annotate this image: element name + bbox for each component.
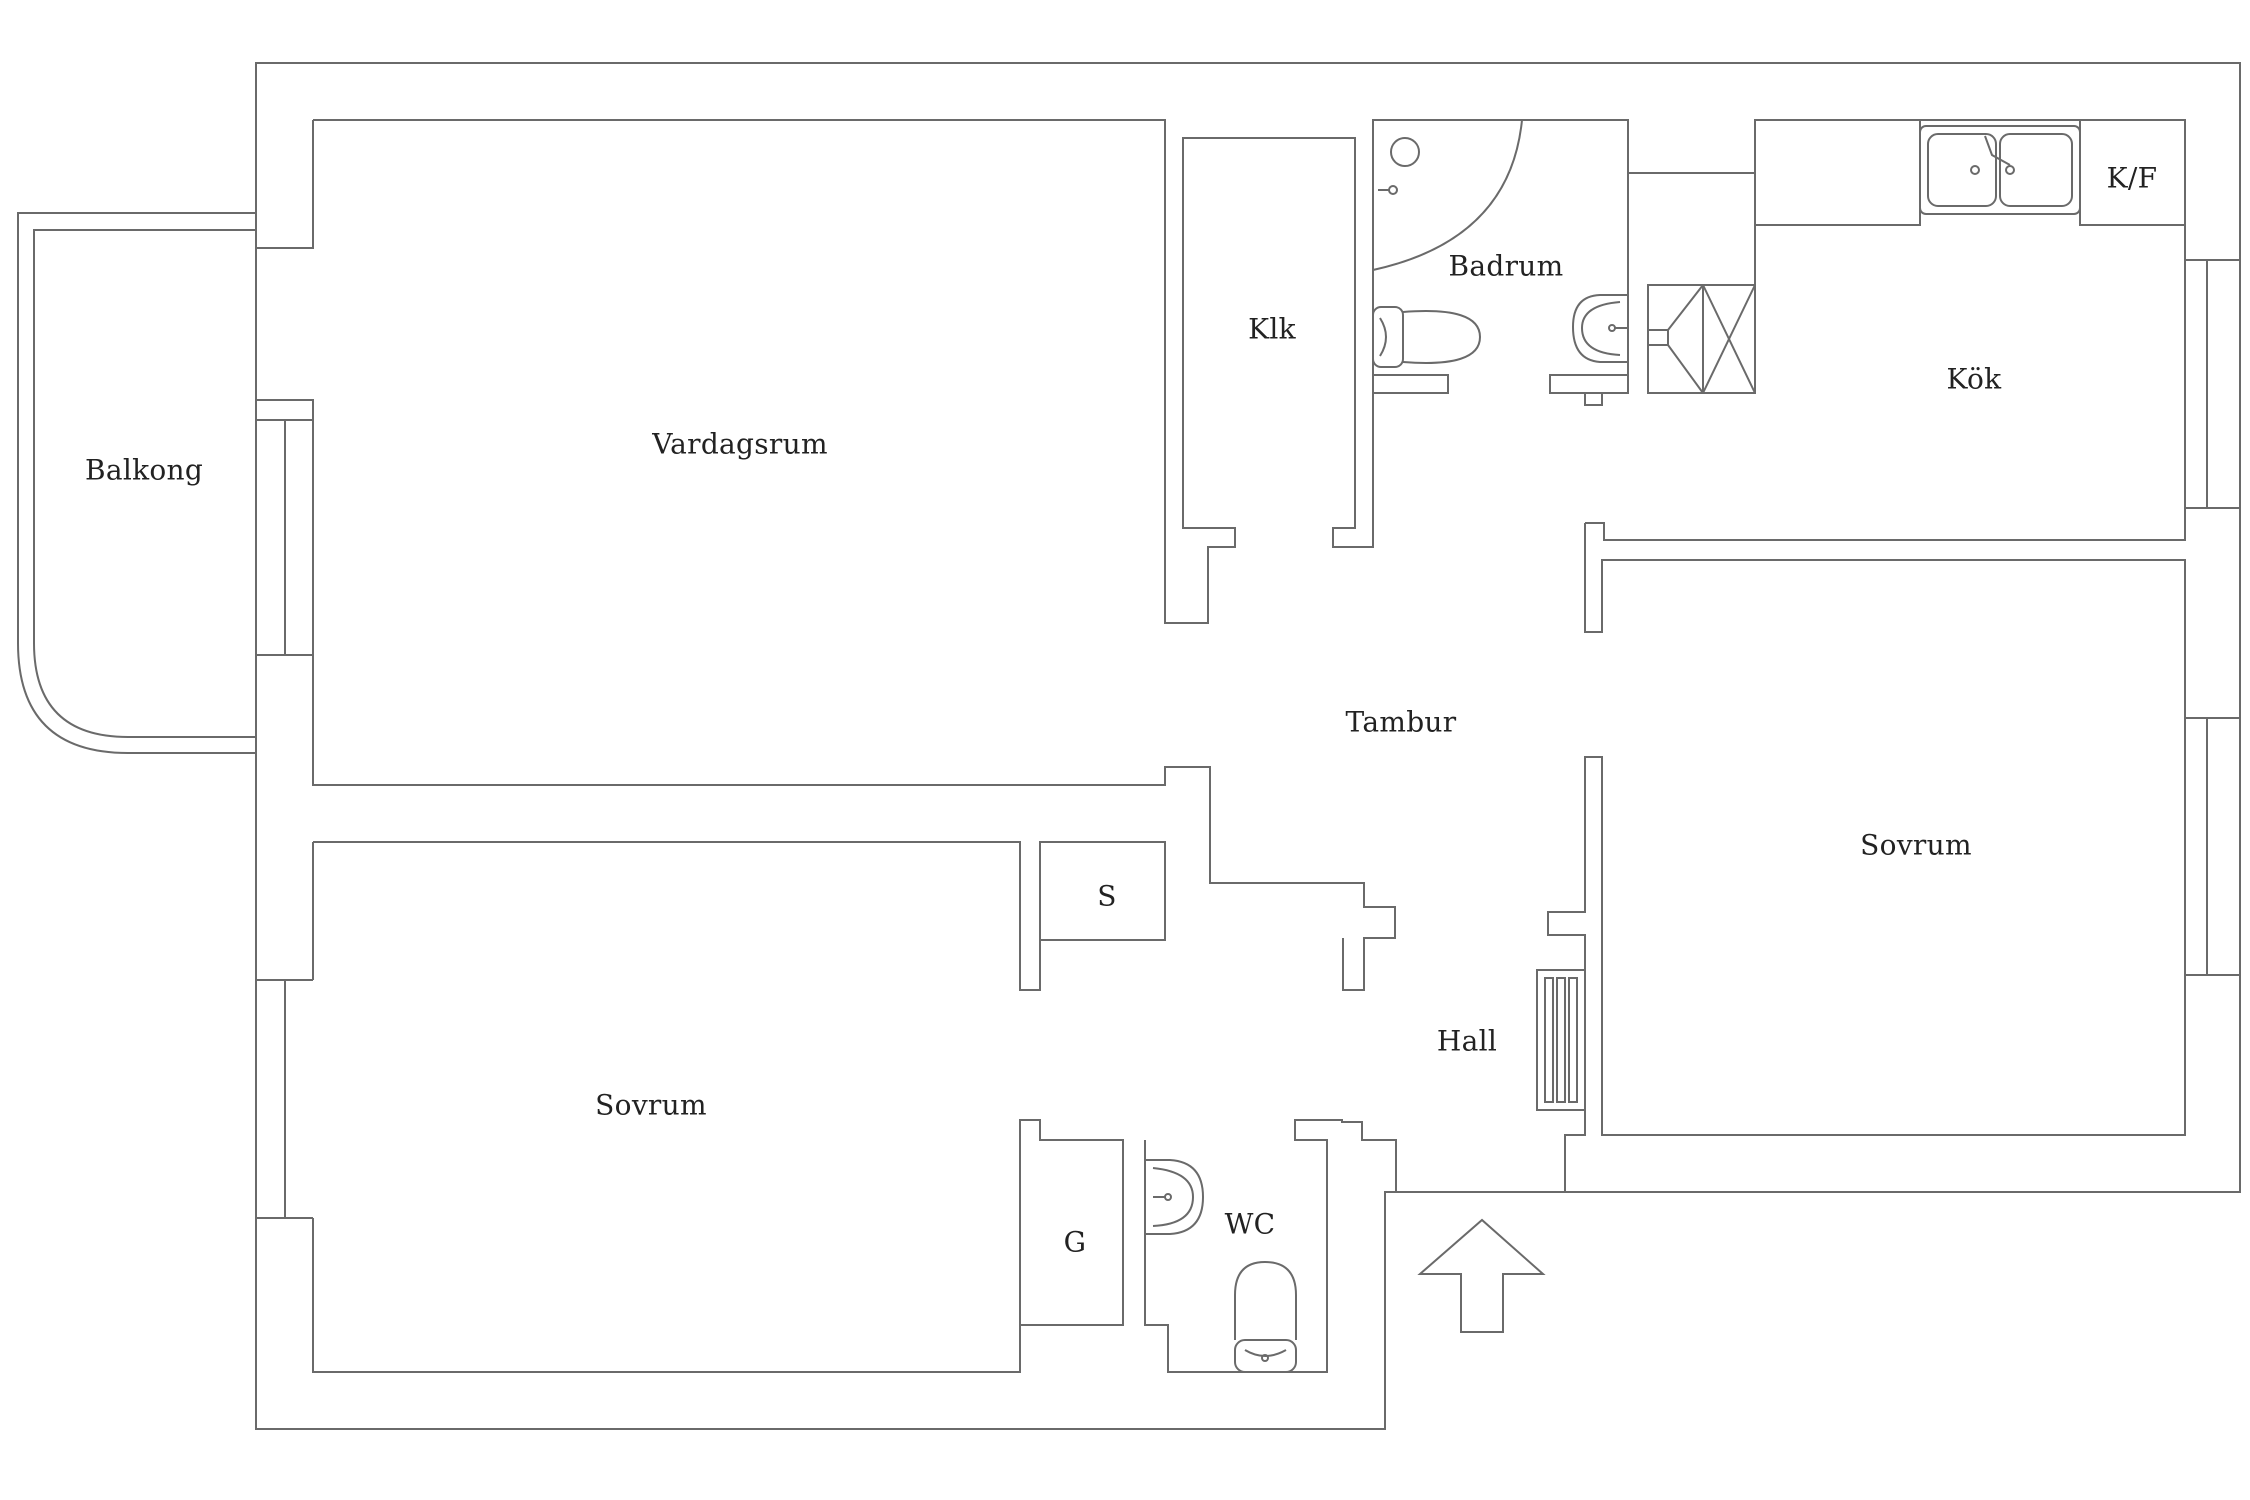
room-label-wc: WC xyxy=(1224,1207,1276,1241)
hall-walls xyxy=(1209,767,1364,884)
room-label-klk: Klk xyxy=(1248,312,1296,346)
stove-hood-icon xyxy=(1647,284,1756,394)
toilet-icon xyxy=(1372,306,1482,368)
kitchen-sink-icon xyxy=(1919,125,2081,215)
vardagsrum-walls xyxy=(313,119,1629,624)
sovrum-left-walls xyxy=(312,841,1166,1373)
entrance-arrow-icon xyxy=(1417,1218,1546,1333)
room-label-badrum: Badrum xyxy=(1448,249,1564,283)
wc-toilet-icon xyxy=(1234,1260,1297,1373)
klk-walls xyxy=(1183,137,1356,528)
room-label-s: S xyxy=(1097,879,1117,913)
shower-icon xyxy=(1372,119,1524,271)
left-windows xyxy=(256,120,314,1219)
radiator-icon xyxy=(1536,969,1586,1111)
wc-walls xyxy=(1020,1119,1397,1373)
wc-washbasin-icon xyxy=(1145,1159,1205,1235)
room-label-vardagsrum: Vardagsrum xyxy=(652,427,828,461)
room-label-tambur: Tambur xyxy=(1345,705,1457,739)
room-label-kf: K/F xyxy=(2106,161,2158,195)
room-label-g: G xyxy=(1063,1225,1087,1259)
room-label-kok: Kök xyxy=(1946,362,2002,396)
room-label-sovrum-right: Sovrum xyxy=(1860,828,1972,862)
outer-wall xyxy=(255,62,2241,1430)
washbasin-icon xyxy=(1571,294,1628,363)
room-label-hall: Hall xyxy=(1436,1024,1498,1058)
kok-walls xyxy=(1585,119,2186,541)
room-label-sovrum-left: Sovrum xyxy=(595,1088,707,1122)
room-label-balkong: Balkong xyxy=(84,453,204,487)
right-windows xyxy=(2185,259,2240,976)
balcony xyxy=(17,212,256,754)
